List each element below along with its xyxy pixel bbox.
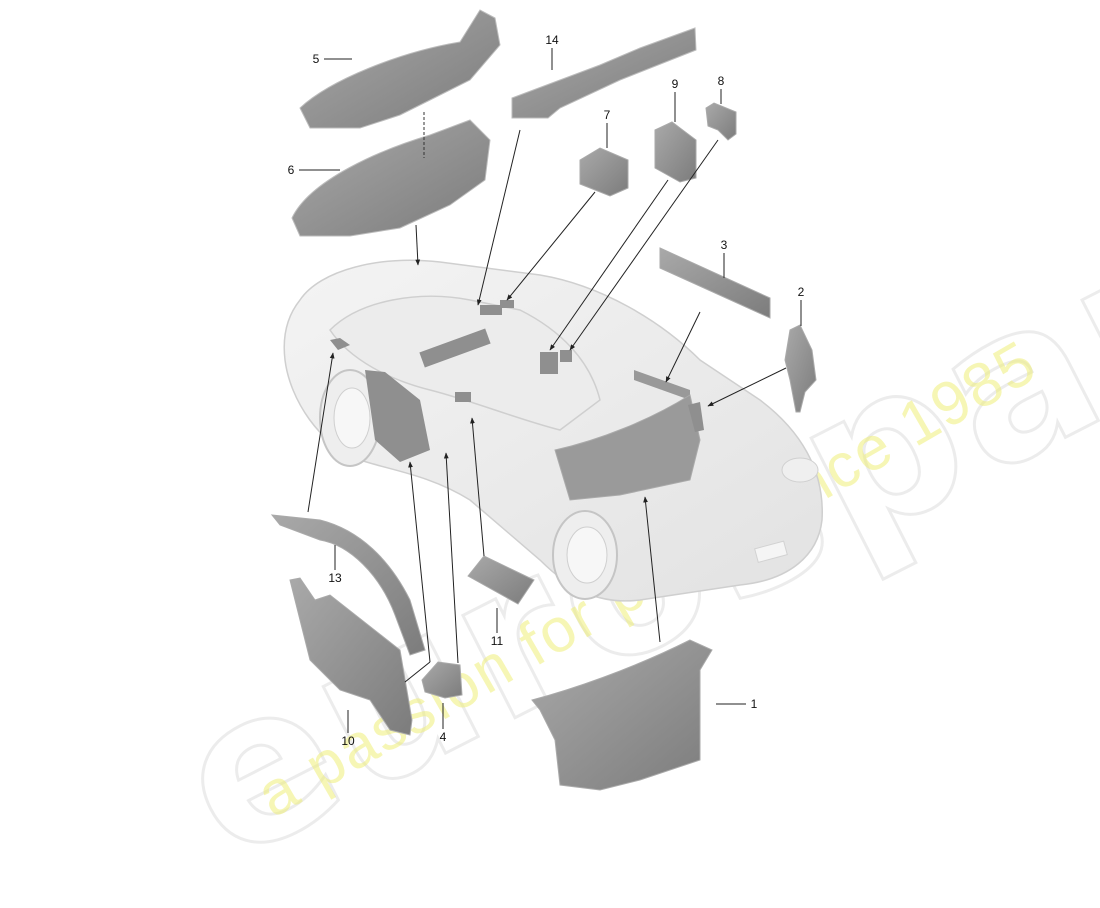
- part-4-insulation-clip[interactable]: [421, 661, 463, 699]
- part-6-floor-insulation[interactable]: [291, 119, 491, 237]
- part-9-insulation-block[interactable]: [654, 121, 697, 183]
- part-14-insulation-strip[interactable]: [511, 27, 697, 119]
- part-13-wheel-arch-liner[interactable]: [270, 514, 426, 656]
- callout-3[interactable]: 3: [720, 238, 728, 252]
- part-5-rear-panel-insulation[interactable]: [299, 9, 501, 129]
- callout-10[interactable]: 10: [341, 734, 355, 748]
- part-11-insulation-mat[interactable]: [467, 555, 535, 605]
- license-plate: [754, 540, 788, 563]
- callout-11[interactable]: 11: [490, 634, 504, 648]
- callout-1[interactable]: 1: [750, 697, 758, 711]
- installed-parts: [330, 300, 704, 462]
- callout-5[interactable]: 5: [312, 52, 320, 66]
- callout-7[interactable]: 7: [603, 108, 611, 122]
- callout-6[interactable]: 6: [287, 163, 295, 177]
- callout-14[interactable]: 14: [545, 33, 559, 47]
- callout-8[interactable]: 8: [717, 74, 725, 88]
- part-10-side-panel-insulation[interactable]: [289, 577, 413, 736]
- wheel-rear: [319, 369, 381, 467]
- car-body: [283, 259, 823, 602]
- part-1-installed: [554, 394, 701, 501]
- callout-2[interactable]: 2: [797, 285, 805, 299]
- leader-lines: [299, 48, 802, 733]
- part-3-insulation-strip[interactable]: [659, 247, 771, 319]
- headlight: [781, 457, 819, 483]
- part-7-insulation-block[interactable]: [579, 147, 629, 197]
- part-3-installed: [634, 370, 690, 400]
- part-2-bracket-insulation[interactable]: [784, 324, 817, 413]
- wheel-front: [552, 510, 618, 600]
- diagram-drawing: [270, 9, 823, 791]
- part-8-insulation-piece[interactable]: [705, 102, 737, 141]
- part-1-bulkhead-insulation[interactable]: [531, 639, 713, 791]
- parts-diagram: eurospares a passion for parts since 198…: [138, 9, 1100, 908]
- callout-9[interactable]: 9: [671, 77, 679, 91]
- callout-4[interactable]: 4: [439, 730, 447, 744]
- callout-13[interactable]: 13: [328, 571, 342, 585]
